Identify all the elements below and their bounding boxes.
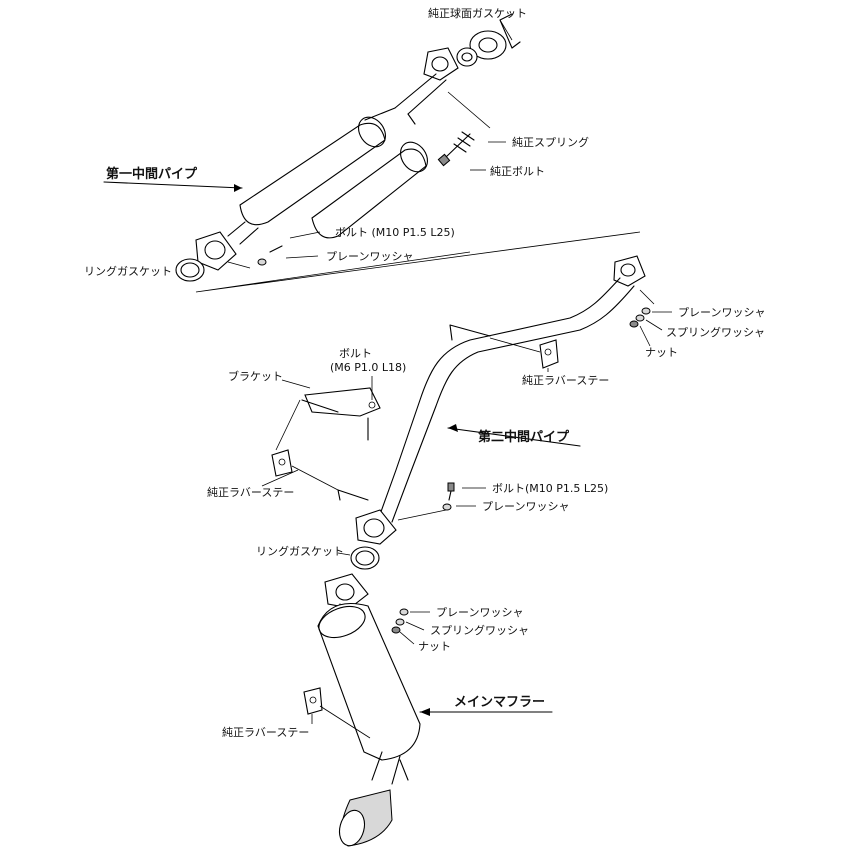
bolt-m10-lower	[397, 482, 455, 521]
label-rubber-stay-c: 純正ラバーステー	[222, 726, 309, 739]
label-spring-washer-d: スプリングワッシャ	[430, 623, 529, 637]
second-mid-pipe-drawing	[337, 255, 646, 545]
bracket-part	[275, 387, 381, 451]
label-bolt-m6-spec: (M6 P1.0 L18)	[330, 361, 406, 374]
label-spring-washer-b: スプリングワッシャ	[666, 325, 765, 339]
label-bolt-m10-lower: ボルト(M10 P1.5 L25)	[492, 482, 608, 495]
label-rubber-stay-b: 純正ラバーステー	[207, 486, 294, 499]
label-nut-d: ナット	[418, 640, 451, 653]
label-bolt-top: 純正ボルト	[490, 165, 545, 178]
rubber-stay-mid	[271, 449, 339, 491]
label-washer-b: プレーンワッシャ	[678, 306, 765, 319]
rubber-stay-upper	[489, 337, 559, 369]
label-first-mid-pipe: 第一中間パイプ	[106, 166, 198, 182]
label-spring-top: 純正スプリング	[512, 135, 589, 149]
label-main-muffler: メインマフラー	[454, 695, 545, 710]
label-washer-upper: プレーンワッシャ	[326, 250, 413, 263]
label-washer-d: プレーンワッシャ	[436, 606, 523, 619]
label-nut-b: ナット	[645, 346, 678, 359]
connection-plane-lines	[195, 231, 641, 293]
label-ring-gasket-lower: リングガスケット	[256, 544, 344, 558]
first-mid-pipe-drawing	[175, 13, 521, 282]
hardware-upper-right	[629, 289, 655, 328]
label-rubber-stay-a: 純正ラバーステー	[522, 374, 609, 387]
label-bolt-m10-upper: ボルト (M10 P1.5 L25)	[335, 226, 455, 239]
ring-gasket-lower	[350, 546, 380, 570]
label-bolt-m6-title: ボルト	[339, 347, 372, 360]
label-second-mid-pipe: 第二中間パイプ	[478, 429, 570, 445]
label-bracket: ブラケット	[228, 369, 283, 383]
label-ring-gasket-upper: リングガスケット	[84, 264, 172, 278]
main-muffler-drawing	[303, 573, 421, 847]
label-washer-c: プレーンワッシャ	[482, 500, 569, 513]
label-gasket-top: 純正球面ガスケット	[428, 6, 527, 20]
